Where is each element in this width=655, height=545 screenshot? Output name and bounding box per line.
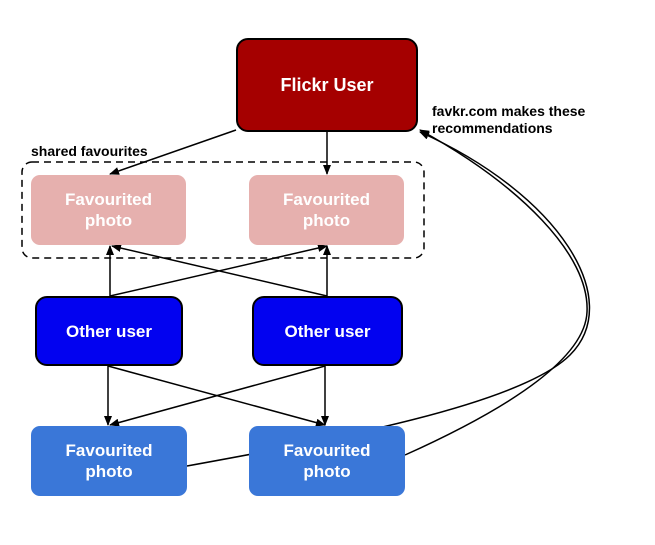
recommended-photo-right: Favourited photo [249,426,405,496]
arrow-other-right-to-rec-left [109,365,326,427]
recommended-photo-left: Favourited photo [31,426,187,496]
arrow-user-to-shared-left [109,129,237,175]
recommendation-curve-from-right-photo [404,129,588,456]
recommendations-label: favkr.com makes these recommendations [432,103,586,136]
shared-favourites-label: shared favourites [31,143,148,159]
shared-favourited-photo-right: Favourited photo [249,175,404,245]
shared-favourites-group [21,161,425,259]
arrow-other-right-to-shared-left [111,244,328,297]
shared-favourited-photo-left: Favourited photo [31,175,186,245]
other-user-node-left: Other user [35,296,183,366]
flickr-user-node: Flickr User [236,38,418,132]
other-user-node-right: Other user [252,296,403,366]
